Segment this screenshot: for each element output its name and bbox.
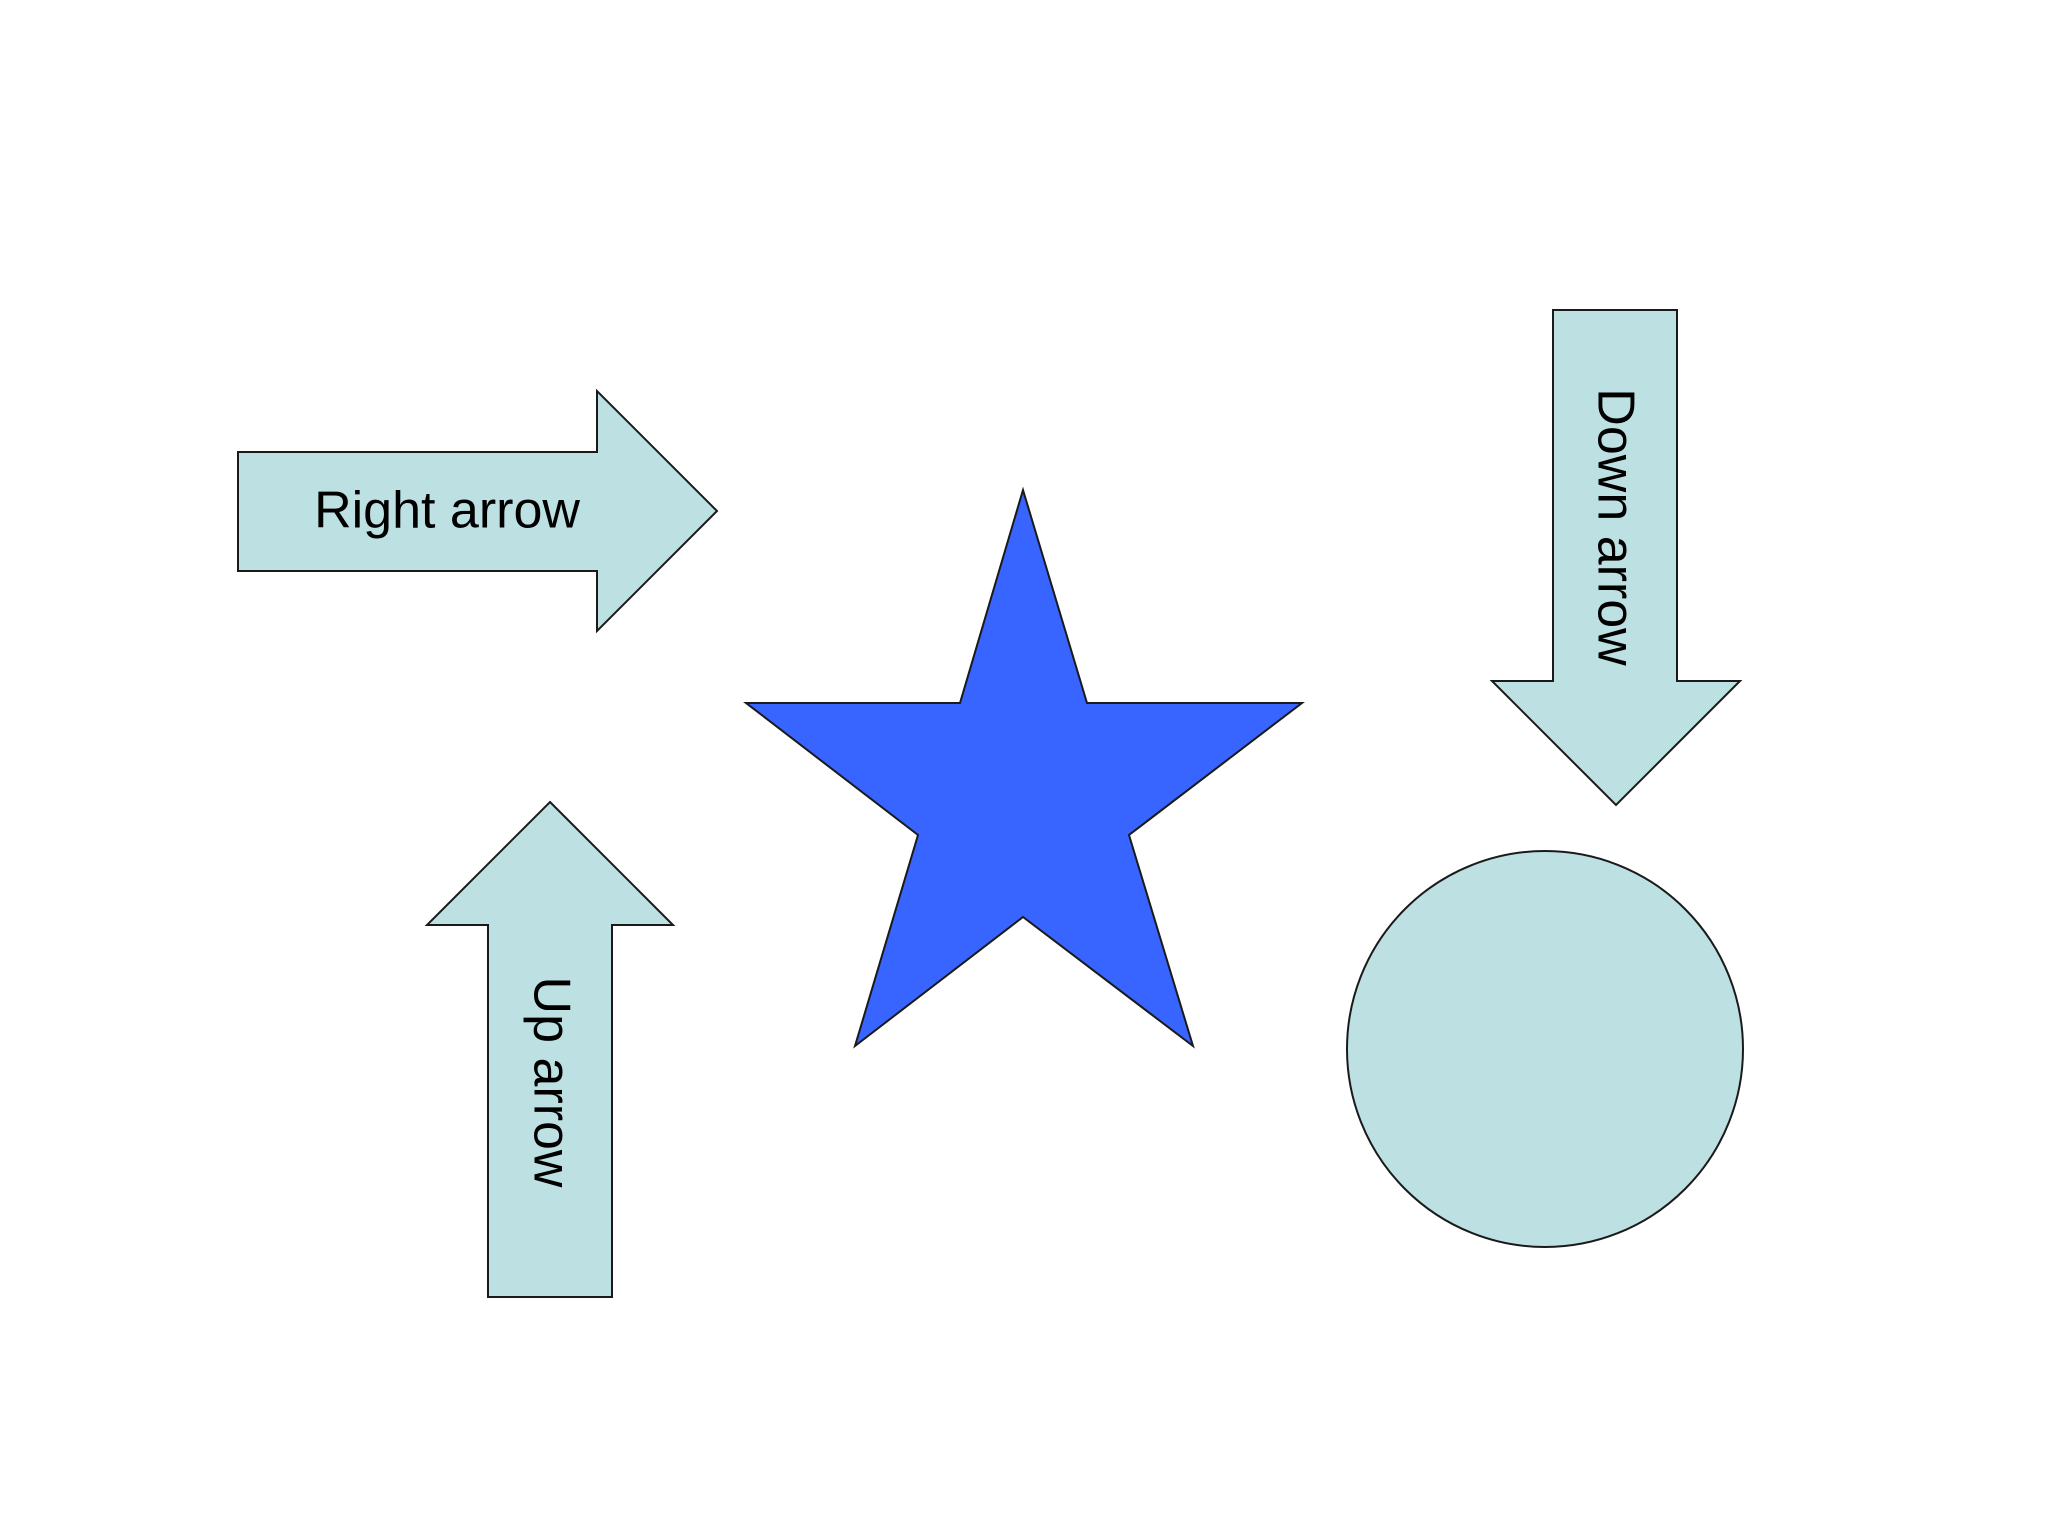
up-arrow-shape[interactable]: Up arrow (424, 800, 676, 1298)
star-shape[interactable] (743, 486, 1305, 1049)
right-arrow-body (237, 388, 719, 634)
down-arrow-body (1489, 309, 1743, 807)
up-arrow-label: Up arrow (522, 977, 580, 1188)
circle-body (1346, 850, 1744, 1248)
star-body (743, 486, 1305, 1049)
right-arrow-shape[interactable]: Right arrow (237, 388, 719, 634)
down-arrow-shape[interactable]: Down arrow (1489, 309, 1743, 807)
right-arrow-label: Right arrow (314, 482, 580, 540)
down-arrow-label: Down arrow (1586, 388, 1644, 666)
circle-shape[interactable] (1346, 850, 1744, 1248)
up-arrow-body (424, 800, 676, 1298)
